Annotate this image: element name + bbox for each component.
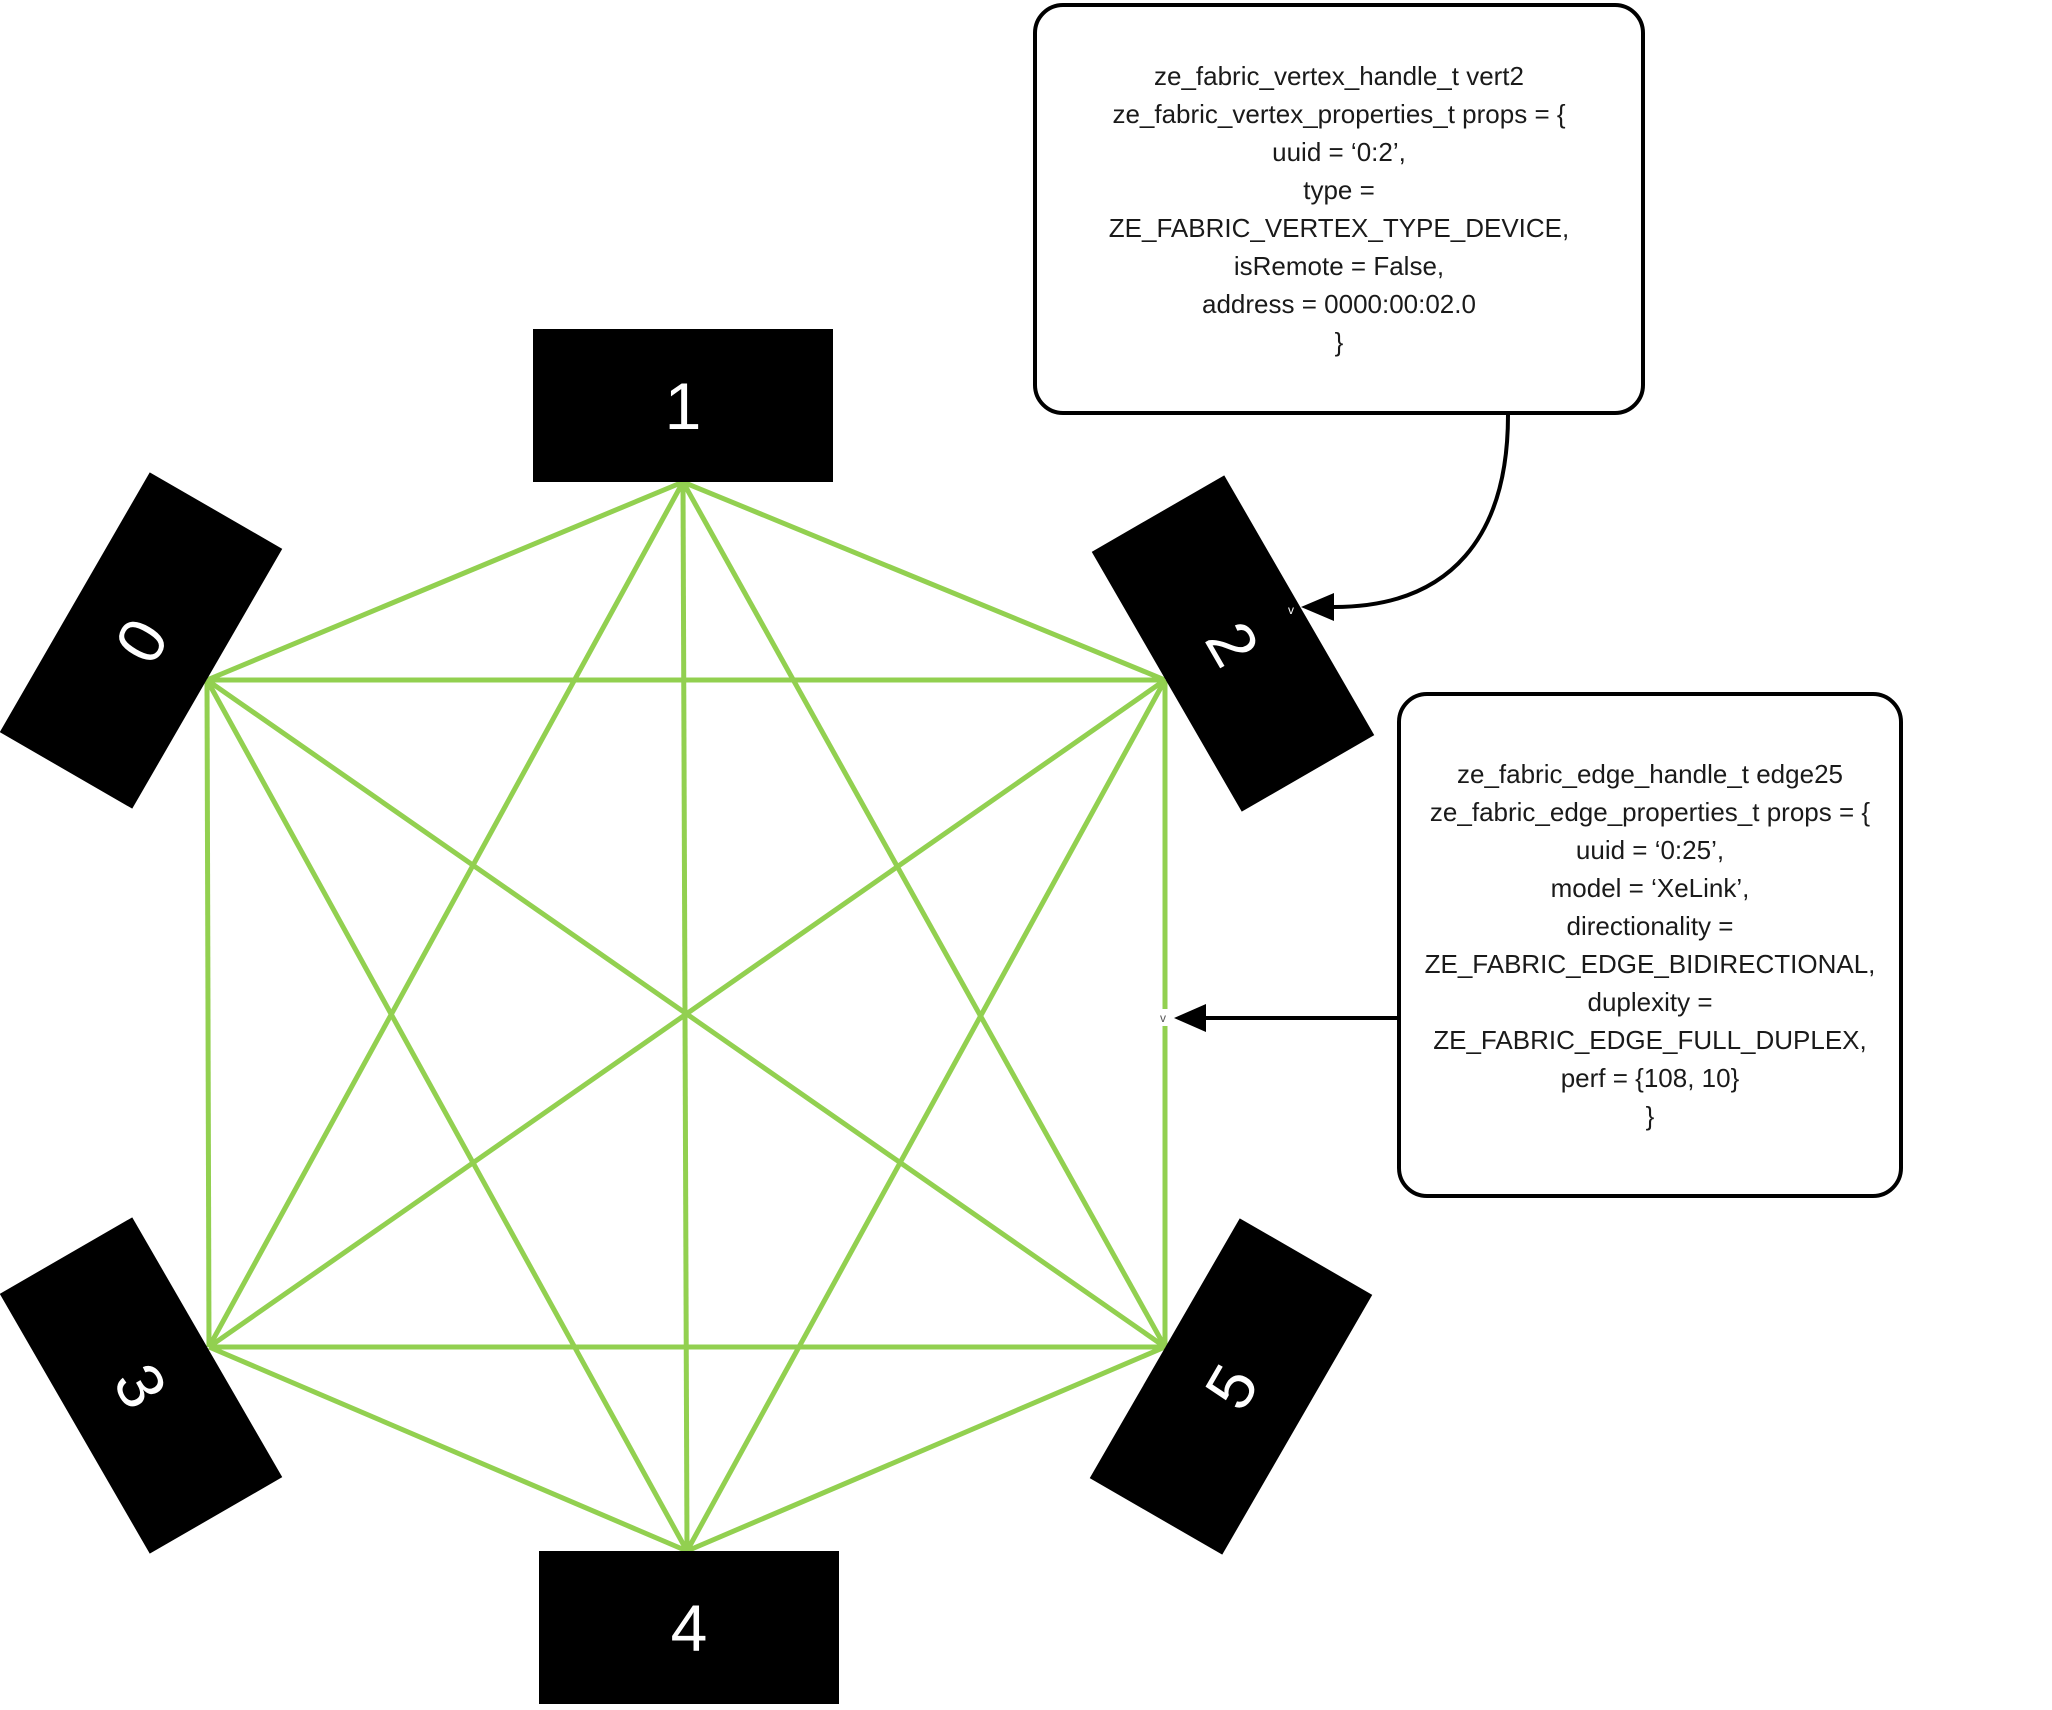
edge-callout-arrowhead-icon [1174, 1004, 1206, 1032]
vertex-arrow-tick-glyph: v [1288, 603, 1294, 617]
graph-edge-1-5 [680, 480, 1168, 1349]
edge-properties-callout: ze_fabric_edge_handle_t edge25 ze_fabric… [1397, 692, 1903, 1198]
graph-edge-2-4 [684, 678, 1168, 1553]
graph-edge-1-2 [682, 479, 1166, 683]
graph-edge-lines [204, 479, 1168, 1554]
graph-edge-2-3 [207, 677, 1167, 1350]
device-node-1-label: 1 [664, 368, 702, 443]
graph-edge-0-4 [204, 678, 690, 1553]
callout-line: isRemote = False, [1233, 251, 1445, 281]
callout-line: uuid = ‘0:2’, [1272, 137, 1406, 167]
graph-edge-1-3 [206, 480, 686, 1349]
edge-arrow-tick-box [1156, 1009, 1173, 1026]
callout-line: ze_fabric_vertex_handle_t vert2 [1153, 61, 1524, 91]
device-node-4: 4 [539, 1551, 839, 1704]
callout-line: } [1334, 327, 1344, 357]
callout-line: ze_fabric_edge_handle_t edge25 [1456, 759, 1843, 789]
vertex-callout-arrowhead-icon [1301, 593, 1334, 621]
callout-line: type = [1303, 175, 1375, 205]
callout-line: } [1645, 1101, 1655, 1131]
callout-line: ze_fabric_edge_properties_t props = { [1429, 797, 1871, 827]
graph-edge-0-3 [204, 679, 212, 1348]
callout-line: ZE_FABRIC_VERTEX_TYPE_DEVICE, [1108, 213, 1570, 243]
callout-line: directionality = [1566, 911, 1734, 941]
vertex-properties-callout: ze_fabric_vertex_handle_t vert2 ze_fabri… [1033, 3, 1645, 415]
device-node-4-label: 4 [670, 1590, 708, 1665]
callout-line: model = ‘XeLink’, [1550, 873, 1750, 903]
vertex-callout-arrow-line [1333, 414, 1510, 609]
callout-line: duplexity = [1587, 987, 1713, 1017]
device-node-1: 1 [533, 329, 833, 482]
callout-line: uuid = ‘0:25’, [1575, 835, 1725, 865]
graph-edge-0-1 [206, 479, 684, 683]
callout-line: ze_fabric_vertex_properties_t props = { [1112, 99, 1566, 129]
callout-line: address = 0000:00:02.0 [1202, 289, 1476, 319]
callout-line: ZE_FABRIC_EDGE_BIDIRECTIONAL, [1424, 949, 1876, 979]
callout-line: ZE_FABRIC_EDGE_FULL_DUPLEX, [1433, 1025, 1867, 1055]
edge-arrow-tick-glyph: v [1160, 1011, 1166, 1025]
graph-edge-4-5 [686, 1344, 1166, 1554]
graph-edge-3-4 [208, 1344, 688, 1554]
callout-line: perf = {108, 10} [1560, 1063, 1740, 1093]
